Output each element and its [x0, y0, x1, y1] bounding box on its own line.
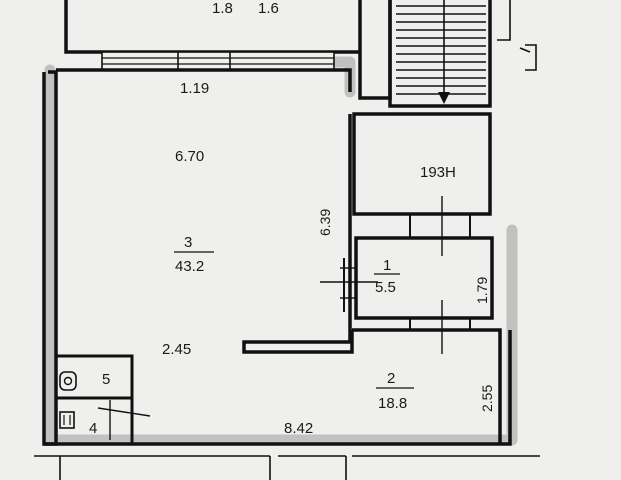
- room-1-walls: [320, 196, 494, 354]
- room-3-area: 43.2: [175, 258, 204, 275]
- dim-bottom-width: 8.42: [284, 420, 313, 437]
- exterior-fragments: [497, 0, 537, 71]
- dim-room3-width: 6.70: [175, 148, 204, 165]
- outer-walls: [42, 68, 512, 446]
- room-2-area: 18.8: [378, 395, 407, 412]
- dim-room2-height: 2.55: [479, 385, 495, 412]
- room3-partition: [242, 114, 354, 354]
- toilet-icon: [59, 371, 77, 391]
- staircase: [388, 0, 492, 108]
- stair-landing-label: 193H: [420, 164, 456, 181]
- sink-icon: [59, 411, 75, 429]
- room-4-number: 4: [89, 420, 97, 437]
- dim-room1-height: 1.79: [474, 277, 490, 304]
- dim-room3-partition: 2.45: [162, 341, 191, 358]
- lower-fragments: [34, 455, 540, 480]
- dim-top-left: 1.8: [212, 0, 233, 17]
- stair-landing-room: [352, 112, 492, 216]
- wall-shading: [44, 56, 518, 446]
- small-rooms: [54, 354, 151, 446]
- room-1-area: 5.5: [375, 279, 396, 296]
- dim-top-right: 1.6: [258, 0, 279, 17]
- room-2-walls: [352, 328, 502, 444]
- dim-window-width: 1.19: [180, 80, 209, 97]
- room-5-number: 5: [102, 371, 110, 388]
- dim-room3-height: 6.39: [317, 209, 333, 236]
- room-2-number: 2: [387, 370, 395, 387]
- window-top: [101, 51, 335, 71]
- room-3-number: 3: [184, 234, 192, 251]
- room-1-number: 1: [383, 257, 391, 274]
